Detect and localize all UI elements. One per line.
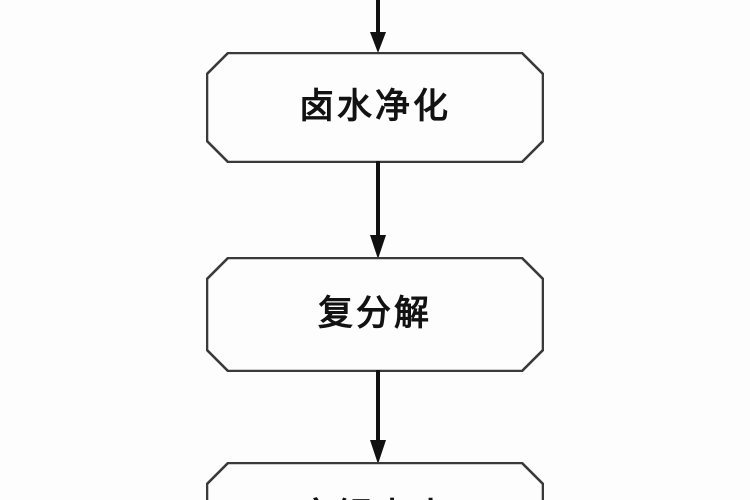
octagon-outline-icon [206, 52, 544, 163]
node-partial-bottom[interactable]: 富锂卤水 [206, 462, 544, 500]
octagon-outline-icon [206, 257, 544, 372]
node-brine-purification[interactable]: 卤水净化 [206, 52, 544, 163]
node-label: 卤水净化 [298, 87, 451, 127]
arrow-brine-to-metathesis [370, 161, 386, 259]
arrow-into-brine-purification [370, 0, 386, 53]
node-label: 复分解 [317, 294, 432, 334]
node-metathesis[interactable]: 复分解 [206, 257, 544, 372]
octagon-outline-icon [206, 462, 544, 500]
arrow-metathesis-to-next [370, 370, 386, 464]
